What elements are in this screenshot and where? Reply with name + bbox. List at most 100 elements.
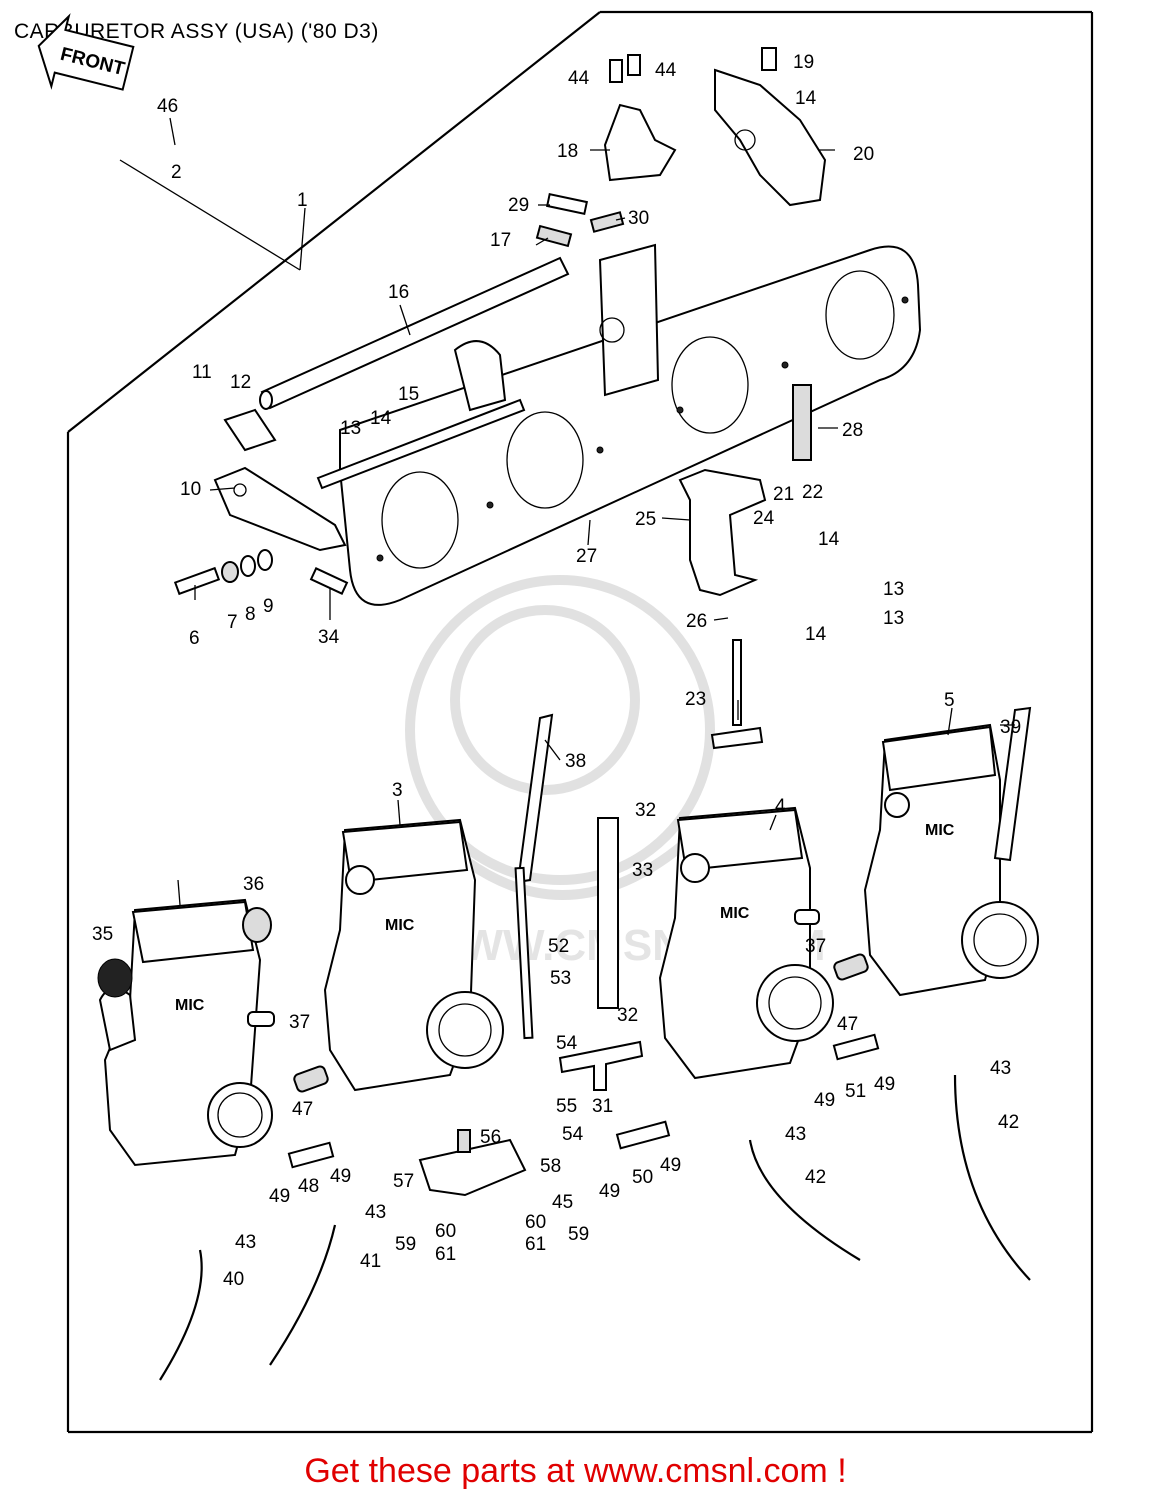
carb-4-brand: MIC: [720, 905, 750, 922]
callout-24: 24: [753, 508, 775, 529]
diagram-border: [66, 10, 1094, 1434]
callout-5: 5: [944, 690, 955, 711]
front-arrow: FRONT: [37, 13, 135, 91]
callout-49-f: 49: [874, 1074, 895, 1095]
callout-33: 33: [632, 860, 653, 881]
callout-41: 41: [360, 1251, 381, 1272]
rod-52: [514, 866, 534, 1040]
carburetor-5: MIC: [863, 723, 1039, 997]
callout-44-b: 44: [655, 60, 677, 81]
hose-41: [269, 1224, 337, 1366]
callout-49-c: 49: [599, 1181, 620, 1202]
callout-42-a: 42: [805, 1167, 826, 1188]
callout-18: 18: [557, 141, 578, 162]
pipe-51: [832, 1033, 880, 1061]
callout-35: 35: [92, 924, 113, 945]
callout-38: 38: [565, 751, 586, 772]
callout-56: 56: [480, 1127, 501, 1148]
callout-61-b: 61: [525, 1234, 546, 1255]
callout-61-a: 61: [435, 1244, 456, 1265]
callout-47-a: 47: [292, 1099, 313, 1120]
callout-14-c: 14: [818, 529, 840, 550]
pipe-50: [615, 1120, 671, 1150]
callout-55: 55: [556, 1096, 577, 1117]
callout-52: 52: [548, 936, 569, 957]
cable-bracket-20: [714, 68, 827, 207]
screw-44-b: [627, 54, 641, 76]
carburetor-3: MIC: [323, 818, 504, 1092]
callout-54-a: 54: [556, 1033, 578, 1054]
bracket-25: [678, 468, 767, 597]
callout-14-b: 14: [370, 408, 392, 429]
callout-6: 6: [189, 628, 200, 649]
callout-22: 22: [802, 482, 823, 503]
tube-33: [597, 817, 619, 1009]
callout-59-b: 59: [568, 1224, 589, 1245]
callout-43-a: 43: [235, 1232, 256, 1253]
idle-screw-assembly: [173, 549, 273, 596]
link-bracket: [453, 243, 660, 412]
spring-28: [792, 384, 812, 461]
diagram-title: CARBURETOR ASSY (USA) ('80 D3): [14, 20, 379, 43]
spring-56: [457, 1129, 471, 1153]
callout-42-b: 42: [998, 1112, 1019, 1133]
callout-29: 29: [508, 195, 529, 216]
cable-bracket-18: [603, 103, 677, 182]
cap-36: [242, 907, 272, 943]
callout-8: 8: [245, 604, 256, 625]
callout-13-c: 13: [883, 608, 904, 629]
hose-42-left: [748, 1139, 861, 1261]
callout-37-a: 37: [289, 1012, 310, 1033]
callout-54-b: 54: [562, 1124, 584, 1145]
callout-51: 51: [845, 1081, 866, 1102]
callout-37-b: 37: [805, 936, 826, 957]
callout-49-d: 49: [660, 1155, 681, 1176]
spring-30: [589, 211, 625, 233]
callout-49-e: 49: [814, 1090, 835, 1111]
screw-44-a: [609, 59, 623, 83]
callout-17: 17: [490, 230, 511, 251]
callout-49-b: 49: [330, 1166, 351, 1187]
throttle-shaft: [259, 256, 570, 410]
callout-30: 30: [628, 208, 649, 229]
callout-2: 2: [171, 162, 182, 183]
callout-59-a: 59: [395, 1234, 416, 1255]
carb-2-brand: MIC: [175, 997, 205, 1014]
callout-50: 50: [632, 1167, 653, 1188]
callout-43-d: 43: [990, 1058, 1011, 1079]
footer-link-text[interactable]: Get these parts at www.cmsnl.com !: [304, 1452, 847, 1490]
callout-43-b: 43: [365, 1202, 386, 1223]
callout-49-a: 49: [269, 1186, 290, 1207]
manifold-plate: [339, 245, 922, 606]
callout-40: 40: [223, 1269, 244, 1290]
callout-16: 16: [388, 282, 409, 303]
fitting-37-left: [247, 1011, 275, 1027]
callout-15: 15: [398, 384, 419, 405]
callout-19: 19: [793, 52, 814, 73]
callout-numbers: 1 2 3 4 5 6 7 8 9 10 11 12 13 13 13 14 1…: [92, 52, 1021, 1290]
callout-45: 45: [552, 1192, 573, 1213]
callout-26: 26: [686, 611, 707, 632]
hose-40: [159, 1249, 203, 1381]
callout-58: 58: [540, 1156, 561, 1177]
callout-57: 57: [393, 1171, 414, 1192]
callout-60-a: 60: [435, 1221, 456, 1242]
bowl-plate-57: [418, 1138, 527, 1197]
callout-34: 34: [318, 627, 340, 648]
leader-lines: [119, 117, 1015, 906]
callout-14-a: 14: [795, 88, 817, 109]
callout-13-a: 13: [340, 418, 361, 439]
callout-48: 48: [298, 1176, 319, 1197]
callout-23: 23: [685, 689, 706, 710]
tee-31: [558, 1040, 644, 1091]
callout-39: 39: [1000, 717, 1021, 738]
callout-20: 20: [853, 144, 874, 165]
callout-43-c: 43: [785, 1124, 806, 1145]
screw-34: [309, 567, 349, 595]
callout-4: 4: [775, 796, 786, 817]
throttle-lever: [213, 408, 347, 552]
callout-11: 11: [192, 362, 212, 383]
lower-shaft: [316, 398, 526, 490]
callout-7: 7: [227, 612, 238, 633]
pipe-48: [287, 1141, 335, 1169]
